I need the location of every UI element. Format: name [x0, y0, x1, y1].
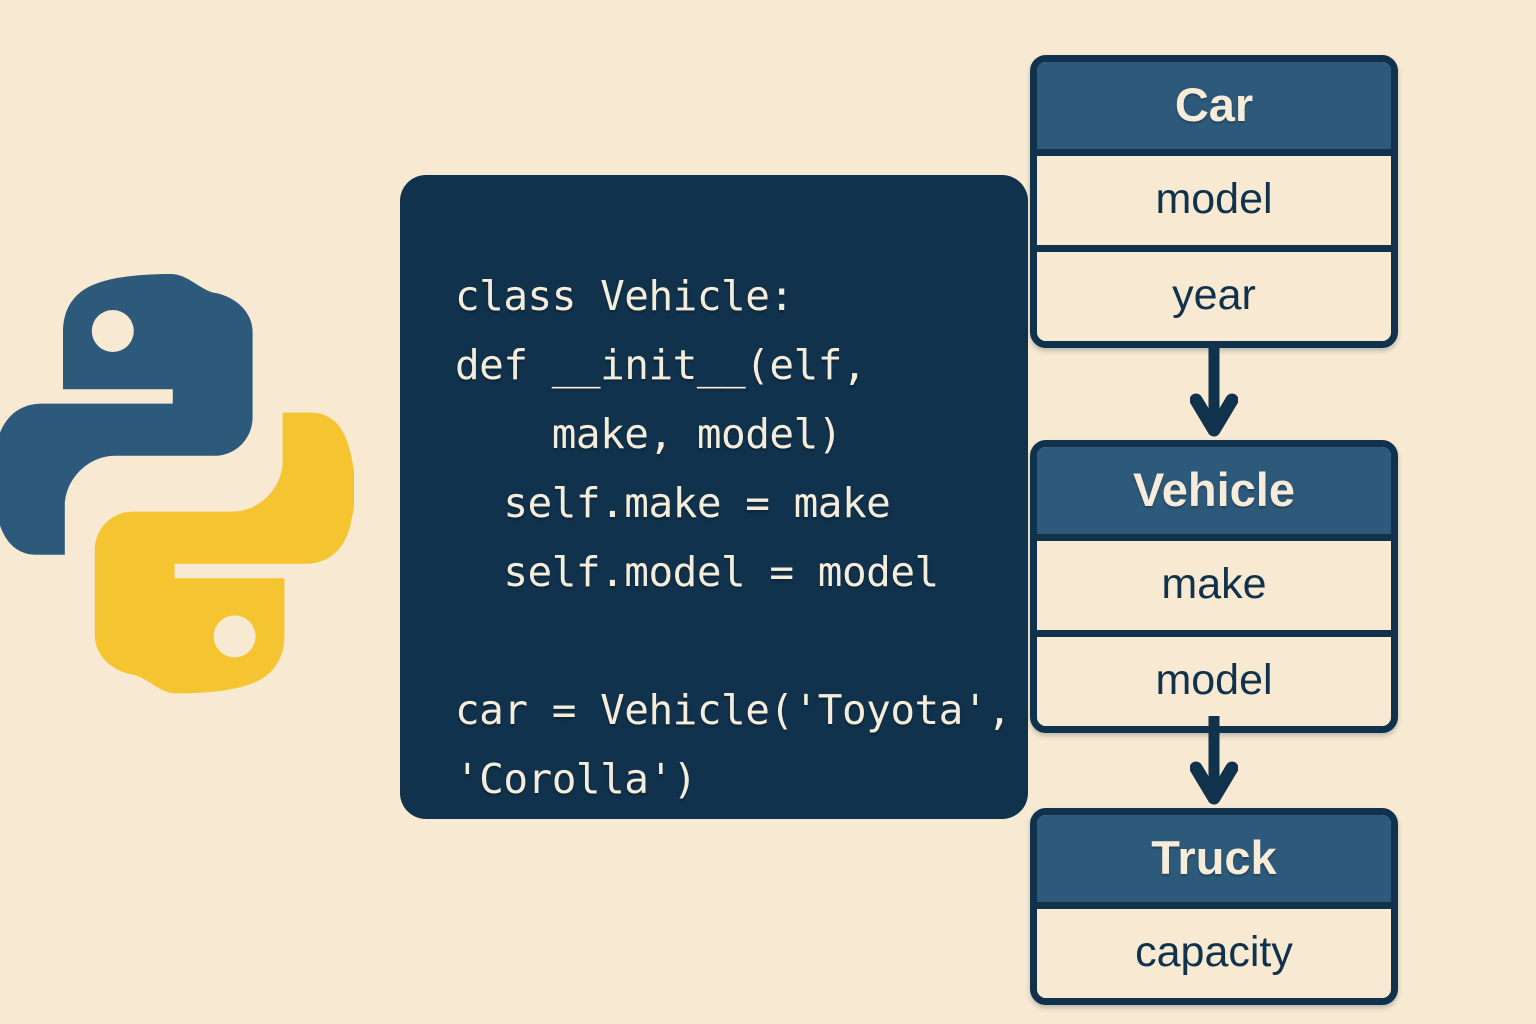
uml-class-car-attribute-model: model: [1037, 156, 1391, 252]
uml-class-vehicle-title: Vehicle: [1037, 447, 1391, 541]
uml-class-truck-title: Truck: [1037, 815, 1391, 909]
uml-class-truck[interactable]: Truck capacity: [1030, 808, 1398, 1005]
uml-class-diagram: Car model year Vehicle make model Truck …: [1030, 0, 1410, 1024]
python-logo-blue-snake: [0, 274, 253, 555]
uml-class-vehicle-attribute-make: make: [1037, 541, 1391, 637]
uml-class-vehicle[interactable]: Vehicle make model: [1030, 440, 1398, 733]
uml-class-vehicle-attribute-model: model: [1037, 637, 1391, 726]
inheritance-arrow-car-to-vehicle: [1190, 348, 1238, 437]
inheritance-arrow-vehicle-to-truck: [1190, 716, 1238, 805]
uml-class-car[interactable]: Car model year: [1030, 55, 1398, 348]
python-logo-blue-eye: [91, 310, 134, 352]
python-code-block: class Vehicle: def __init__(elf, make, m…: [455, 272, 1012, 803]
python-logo: [0, 268, 356, 700]
python-logo-yellow-eye: [213, 615, 256, 658]
uml-class-car-title: Car: [1037, 62, 1391, 156]
uml-class-truck-attribute-capacity: capacity: [1037, 909, 1391, 998]
code-panel: class Vehicle: def __init__(elf, make, m…: [400, 175, 1028, 819]
uml-class-car-attribute-year: year: [1037, 252, 1391, 341]
python-logo-yellow-snake: [94, 412, 356, 694]
